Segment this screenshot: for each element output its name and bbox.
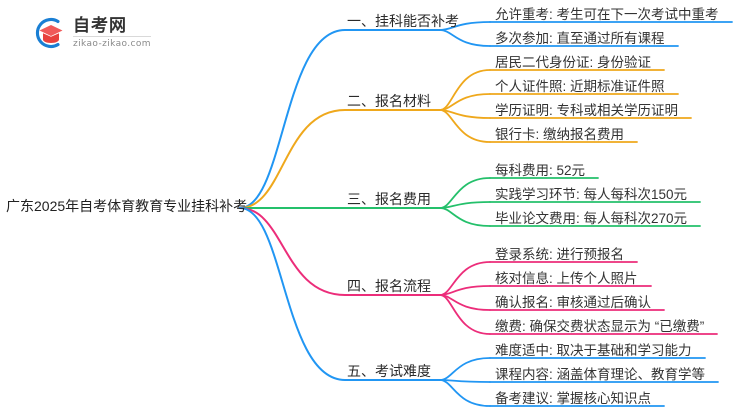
branch-label-4[interactable]: 四、报名流程	[347, 278, 431, 294]
branch-label-2[interactable]: 二、报名材料	[347, 93, 431, 109]
leaf-node-2-3[interactable]: 学历证明: 专科或相关学历证明	[495, 103, 679, 118]
root-node-label: 广东2025年自考体育教育专业挂科补考	[6, 198, 248, 214]
leaf-node-4-3[interactable]: 确认报名: 审核通过后确认	[495, 295, 652, 310]
leaf-node-4-1[interactable]: 登录系统: 进行预报名	[495, 247, 625, 262]
branch-label-3[interactable]: 三、报名费用	[347, 191, 431, 207]
leaf-node-2-2[interactable]: 个人证件照: 近期标准证件照	[495, 79, 665, 94]
leaf-node-1-2[interactable]: 多次参加: 直至通过所有课程	[495, 31, 665, 46]
branch-label-1[interactable]: 一、挂科能否补考	[347, 13, 459, 29]
leaf-node-2-4[interactable]: 银行卡: 缴纳报名费用	[495, 127, 625, 142]
logo-title: 自考网	[73, 17, 151, 37]
leaf-node-3-1[interactable]: 每科费用: 52元	[495, 163, 586, 178]
branch-label-5[interactable]: 五、考试难度	[347, 363, 431, 379]
leaf-node-5-3[interactable]: 备考建议: 掌握核心知识点	[495, 391, 652, 406]
leaf-node-1-1[interactable]: 允许重考: 考生可在下一次考试中重考	[495, 7, 719, 22]
graduation-cap-logo-icon	[28, 14, 66, 52]
leaf-node-2-1[interactable]: 居民二代身份证: 身份验证	[495, 55, 652, 70]
leaf-node-3-2[interactable]: 实践学习环节: 每人每科次150元	[495, 187, 688, 202]
site-logo: 自考网 zikao-zikao.com	[28, 14, 151, 52]
leaf-node-5-2[interactable]: 课程内容: 涵盖体育理论、教育学等	[495, 367, 706, 382]
leaf-node-3-3[interactable]: 毕业论文费用: 每人每科次270元	[495, 211, 688, 226]
logo-subtitle: zikao-zikao.com	[73, 39, 151, 49]
leaf-node-4-4[interactable]: 缴费: 确保交费状态显示为 “已缴费”	[495, 319, 705, 334]
leaf-node-5-1[interactable]: 难度适中: 取决于基础和学习能力	[495, 343, 692, 358]
leaf-node-4-2[interactable]: 核对信息: 上传个人照片	[495, 271, 638, 286]
